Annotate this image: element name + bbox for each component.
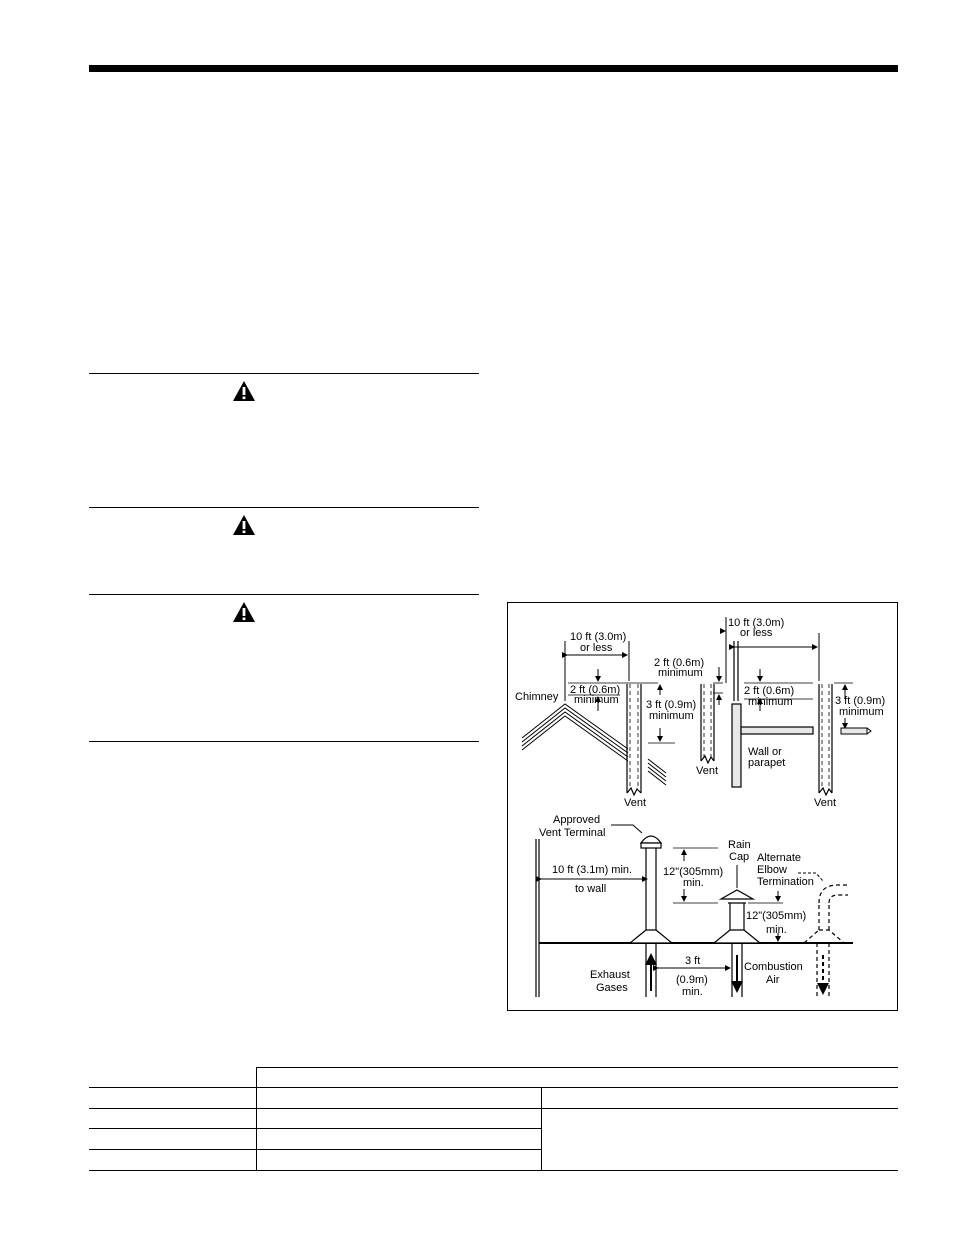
chimney-label: Chimney	[515, 691, 559, 703]
table-row-rule	[89, 1087, 898, 1088]
pitched-roof	[521, 703, 667, 786]
dimension-label: min.	[683, 877, 704, 889]
dimension-label: 3 ft	[685, 955, 700, 967]
dimension-label: min.	[766, 924, 787, 936]
dimension-label: or less	[580, 642, 613, 654]
vent-label: Vent	[624, 797, 646, 809]
alternate-elbow-termination	[802, 884, 848, 999]
dimension-label: 2 ft (0.6m)	[654, 657, 704, 669]
warning-divider-1	[89, 373, 479, 374]
combustion-label: Combustion	[744, 961, 803, 973]
dimension-label: minimum	[574, 694, 619, 706]
rain-cap-label: Cap	[729, 851, 749, 863]
dimension-label: 3 ft (0.9m)	[646, 699, 696, 711]
table-col-divider	[541, 1087, 542, 1171]
combustion-label: Air	[766, 974, 780, 986]
rain-cap-label: Rain	[728, 839, 751, 851]
vent-clearance-figure: 10 ft (3.0m) or less 2 ft (0.6m) minimum…	[507, 602, 898, 1011]
header-rule	[89, 65, 898, 72]
alternate-label: Termination	[757, 876, 814, 888]
alternate-label: Elbow	[757, 864, 787, 876]
dimension-label: 10 ft (3.0m)	[728, 617, 784, 629]
dimension-label: 2 ft (0.6m)	[744, 685, 794, 697]
table-col-divider	[256, 1067, 257, 1171]
warning-divider-4	[89, 741, 479, 742]
dimension-label: (0.9m)	[676, 974, 708, 986]
warning-icon	[233, 602, 255, 622]
dimension-label: 2 ft (0.6m)	[570, 684, 620, 696]
rain-cap-terminal	[712, 889, 762, 997]
approved-label: Approved	[553, 814, 600, 826]
vent-label: Vent	[696, 765, 718, 777]
wall-parapet	[731, 641, 814, 788]
dimension-label: minimum	[839, 706, 884, 718]
wall-label: Wall or	[748, 746, 782, 758]
dimension-label: 3 ft (0.9m)	[835, 695, 885, 707]
dimension-label: or less	[740, 627, 773, 639]
table-bottom-rule	[89, 1170, 898, 1171]
table-row-rule	[89, 1108, 898, 1109]
warning-icon	[233, 515, 255, 535]
warning-divider-3	[89, 594, 479, 595]
vent-clearance-diagram: 10 ft (3.0m) or less 2 ft (0.6m) minimum…	[515, 617, 885, 999]
wall-label: parapet	[748, 757, 785, 769]
dimension-label: 12"(305mm)	[663, 866, 723, 878]
warning-divider-2	[89, 507, 479, 508]
approved-label: Vent Terminal	[539, 827, 605, 839]
dimension-label: minimum	[649, 710, 694, 722]
dimension-label: to wall	[575, 883, 606, 895]
table-row-rule	[89, 1149, 541, 1150]
vent-pipe-right	[818, 684, 833, 797]
vent-pipe-left	[626, 684, 642, 797]
exhaust-label: Gases	[596, 982, 628, 994]
vent-pipe-middle	[700, 684, 715, 765]
vent-label: Vent	[814, 797, 836, 809]
dimension-label: 12"(305mm)	[746, 910, 806, 922]
warning-icon	[233, 381, 255, 401]
dimension-label: 10 ft (3.0m)	[570, 631, 626, 643]
dimension-label: min.	[682, 986, 703, 998]
alternate-label: Alternate	[757, 852, 801, 864]
dimension-label: 10 ft (3.1m) min.	[552, 864, 632, 876]
exhaust-label: Exhaust	[590, 969, 630, 981]
table-row-rule	[89, 1128, 541, 1129]
dimension-label: minimum	[748, 696, 793, 708]
table-header-rule	[256, 1067, 898, 1068]
dimension-label: minimum	[658, 667, 703, 679]
